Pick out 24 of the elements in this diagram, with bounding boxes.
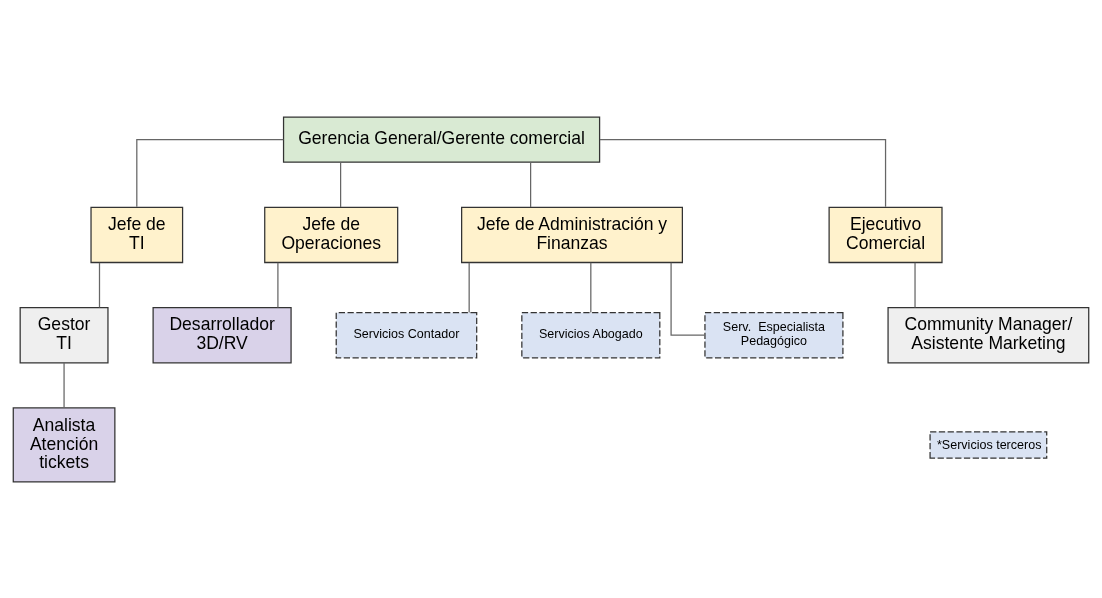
connector	[63, 361, 65, 408]
node-box: Serv. Especialista Pedagógico	[704, 311, 844, 358]
connector	[277, 261, 279, 308]
legend-label: *Servicios terceros	[936, 437, 1042, 452]
node-box: Ejecutivo Comercial	[828, 206, 943, 263]
node-box: Desarrollador 3D/RV	[152, 306, 292, 363]
connector	[468, 261, 470, 313]
connector	[530, 161, 532, 208]
node-box: Jefe de Administración y Finanzas	[461, 206, 683, 263]
connector	[590, 261, 592, 313]
node-box: Jefe de TI	[90, 206, 184, 263]
connector	[340, 161, 342, 208]
connector	[914, 261, 916, 308]
node-box: Gerencia General/Gerente comercial	[282, 115, 601, 163]
connector	[98, 261, 101, 308]
connector	[136, 138, 284, 207]
node-box: Analista Atención tickets	[12, 406, 116, 483]
node-box: Gestor TI	[19, 306, 109, 363]
node-box: Servicios Abogado	[521, 311, 661, 358]
node-box: Jefe de Operaciones	[264, 206, 399, 263]
node-box: Community Manager/ Asistente Marketing	[887, 306, 1090, 363]
connector	[599, 138, 887, 207]
connector	[670, 261, 706, 336]
node-box: Servicios Contador	[335, 311, 478, 358]
